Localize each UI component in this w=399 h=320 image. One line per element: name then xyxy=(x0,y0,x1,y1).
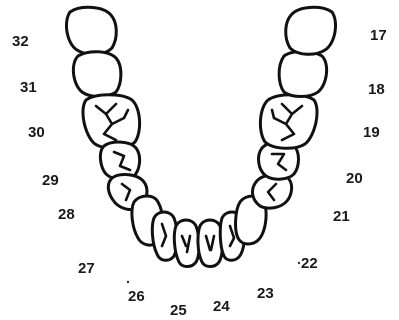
tooth-24 xyxy=(198,220,223,267)
tooth-18 xyxy=(279,52,327,97)
tooth-32 xyxy=(66,7,116,54)
label-tooth-25: 25 xyxy=(170,302,187,319)
label-tooth-26: 26 xyxy=(128,288,145,305)
label-tooth-30: 30 xyxy=(28,124,45,141)
label-tooth-20: 20 xyxy=(346,170,363,187)
tooth-17 xyxy=(286,7,336,54)
label-tooth-21: 21 xyxy=(333,208,350,225)
label-tooth-22: 22 xyxy=(301,255,318,272)
label-tooth-28: 28 xyxy=(58,206,75,223)
tooth-25 xyxy=(174,220,199,267)
label-tooth-24: 24 xyxy=(213,298,230,315)
label-tooth-27: 27 xyxy=(78,260,95,277)
tooth-31 xyxy=(73,52,121,97)
label-tooth-32: 32 xyxy=(12,33,29,50)
label-tooth-18: 18 xyxy=(368,81,385,98)
label-tooth-17: 17 xyxy=(370,27,387,44)
label-tooth-31: 31 xyxy=(20,79,37,96)
label-tooth-29: 29 xyxy=(42,172,59,189)
speck xyxy=(298,262,300,264)
label-tooth-23: 23 xyxy=(257,285,274,302)
label-tooth-19: 19 xyxy=(363,124,380,141)
speck xyxy=(127,281,129,283)
